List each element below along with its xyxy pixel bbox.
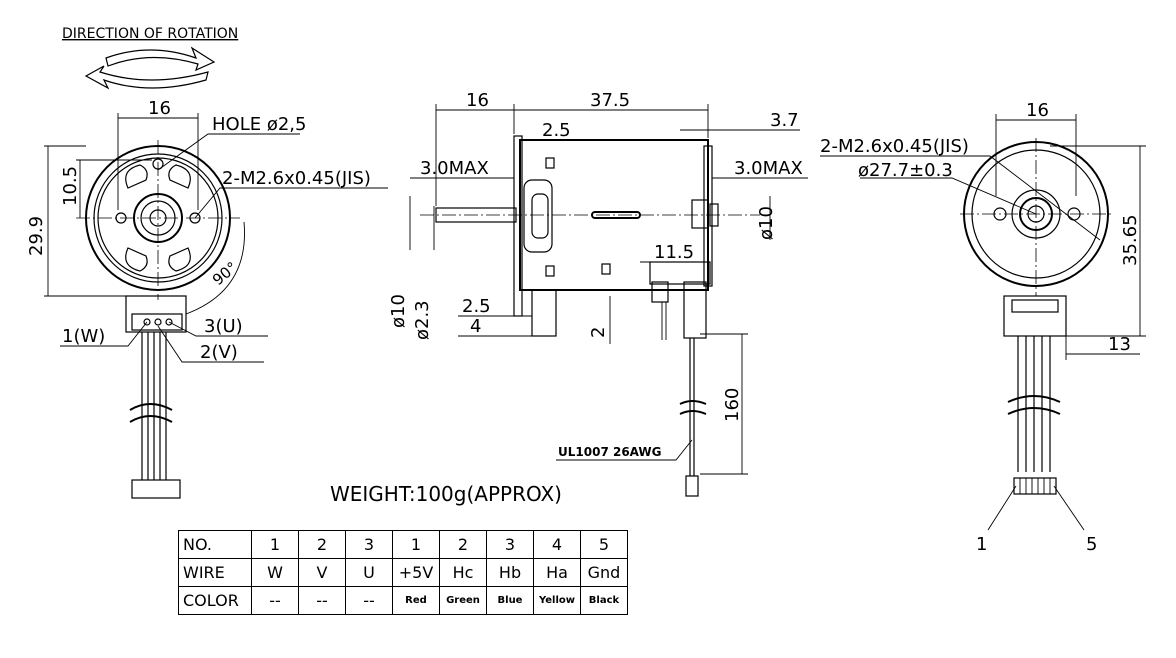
table-cell: 3 — [486, 530, 534, 559]
rear-view: 16 2-M2.6x0.45(JIS) ø27.7±0.3 35.65 13 1… — [820, 100, 1146, 555]
table-cell: 3 — [345, 530, 393, 559]
pin-last-label: 5 — [1086, 534, 1097, 555]
table-cell: -- — [345, 586, 393, 615]
rear-dia-label: ø27.7±0.3 — [858, 160, 953, 181]
side-dim-body: 37.5 — [590, 90, 630, 111]
rear-dim-width: 16 — [1026, 100, 1049, 121]
table-cell: Green — [439, 586, 487, 615]
side-dia-boss: ø10 — [388, 294, 409, 328]
table-cell: +5V — [392, 558, 440, 587]
rear-dim-conn: 13 — [1108, 334, 1131, 355]
cable-label: UL1007 26AWG — [558, 445, 662, 459]
row-header: COLOR — [178, 586, 252, 615]
wire-1-label: 1(W) — [62, 326, 105, 347]
table-cell: -- — [298, 586, 346, 615]
table-cell: 4 — [533, 530, 581, 559]
front-thread-label: 2-M2.6x0.45(JIS) — [222, 168, 371, 189]
front-dim-width: 16 — [148, 98, 171, 119]
side-max-front: 3.0MAX — [420, 158, 489, 179]
front-dim-offset: 10.5 — [60, 166, 81, 206]
row-header: WIRE — [178, 558, 252, 587]
hole-label: HOLE ø2,5 — [212, 114, 306, 135]
rear-thread-label: 2-M2.6x0.45(JIS) — [820, 136, 969, 157]
row-header: NO. — [178, 530, 252, 559]
table-cell: Yellow — [533, 586, 581, 615]
front-dim-height: 29.9 — [26, 216, 47, 256]
wire-3-label: 3(U) — [204, 316, 243, 337]
table-cell: -- — [251, 586, 299, 615]
table-cell: Gnd — [580, 558, 628, 587]
side-view: 16 37.5 2.5 3.7 3.0MAX 3.0MAX ø10 11.5 ø… — [388, 90, 808, 497]
rear-dim-height: 35.65 — [1120, 214, 1141, 266]
side-dia-shaft: ø2.3 — [412, 300, 433, 340]
rotation-label: DIRECTION OF ROTATION — [62, 26, 238, 42]
front-view: 16 29.9 10.5 HOLE ø2,5 2-M2.6x0.45(JIS) … — [26, 98, 388, 499]
side-dim-rear: 3.7 — [770, 110, 799, 131]
weight-label: WEIGHT:100g(APPROX) — [330, 482, 562, 506]
table-cell: Hc — [439, 558, 487, 587]
table-cell: 1 — [251, 530, 299, 559]
side-dim-lead: 160 — [722, 388, 743, 422]
side-dim-gap: 2 — [588, 327, 609, 338]
table-cell: V — [298, 558, 346, 587]
table-cell: W — [251, 558, 299, 587]
table-cell: Hb — [486, 558, 534, 587]
side-dim-board: 11.5 — [654, 242, 694, 263]
table-cell: U — [345, 558, 393, 587]
side-dim-boss: 2.5 — [542, 120, 571, 141]
table-cell: 1 — [392, 530, 440, 559]
table-cell: Ha — [533, 558, 581, 587]
table-cell: 5 — [580, 530, 628, 559]
side-dia-rear: ø10 — [756, 206, 777, 240]
pin-first-label: 1 — [976, 534, 987, 555]
wire-2-label: 2(V) — [200, 342, 238, 363]
table-cell: Blue — [486, 586, 534, 615]
table-cell: Black — [580, 586, 628, 615]
table-cell: Red — [392, 586, 440, 615]
side-dim-step2: 4 — [470, 316, 481, 337]
rotation-arrow-icon — [84, 46, 216, 90]
table-cell: 2 — [298, 530, 346, 559]
side-dim-shaft: 16 — [466, 90, 489, 111]
table-cell: 2 — [439, 530, 487, 559]
side-max-rear: 3.0MAX — [734, 158, 803, 179]
side-dim-step1: 2.5 — [462, 296, 491, 317]
